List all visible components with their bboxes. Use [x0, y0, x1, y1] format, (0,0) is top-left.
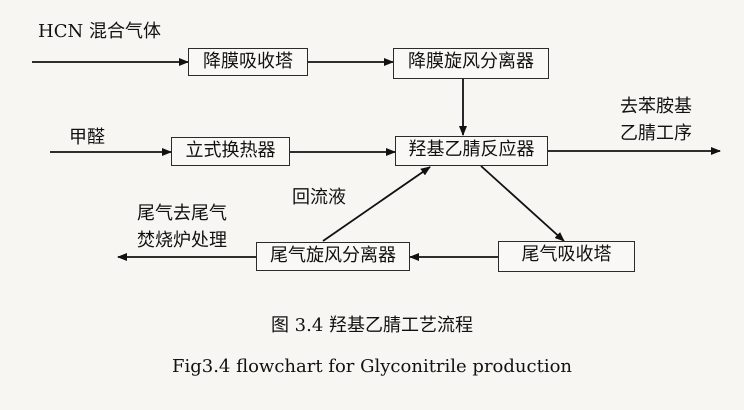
tail-gas-destination-label-line2: 焚烧炉处理	[137, 230, 227, 251]
reflux-label: 回流液	[292, 187, 346, 208]
feed-formaldehyde-label: 甲醛	[69, 127, 105, 148]
tail-gas-absorber-box: 尾气吸收塔	[498, 241, 635, 272]
falling-film-cyclone-box: 降膜旋风分离器	[393, 48, 549, 79]
arrow-reactor-to-tail-absorber	[480, 165, 565, 242]
tail-gas-cyclone-box: 尾气旋风分离器	[256, 242, 410, 271]
falling-film-absorber-box: 降膜吸收塔	[188, 48, 308, 76]
tail-gas-destination-label-line1: 尾气去尾气	[137, 203, 227, 224]
arrow-tail-cyclone-to-reactor	[322, 166, 431, 242]
figure-caption-chinese: 图 3.4 羟基乙腈工艺流程	[270, 315, 474, 336]
glycolonitrile-reactor-box: 羟基乙腈反应器	[395, 136, 548, 166]
figure-caption-english: Fig3.4 flowchart for Glyconitrile produc…	[171, 356, 573, 377]
product-destination-label-line1: 去苯胺基	[620, 96, 692, 117]
vertical-heat-exchanger-box: 立式换热器	[171, 137, 290, 166]
product-destination-label-line2: 乙腈工序	[620, 123, 692, 144]
feed-hcn-label: HCN 混合气体	[38, 21, 161, 42]
